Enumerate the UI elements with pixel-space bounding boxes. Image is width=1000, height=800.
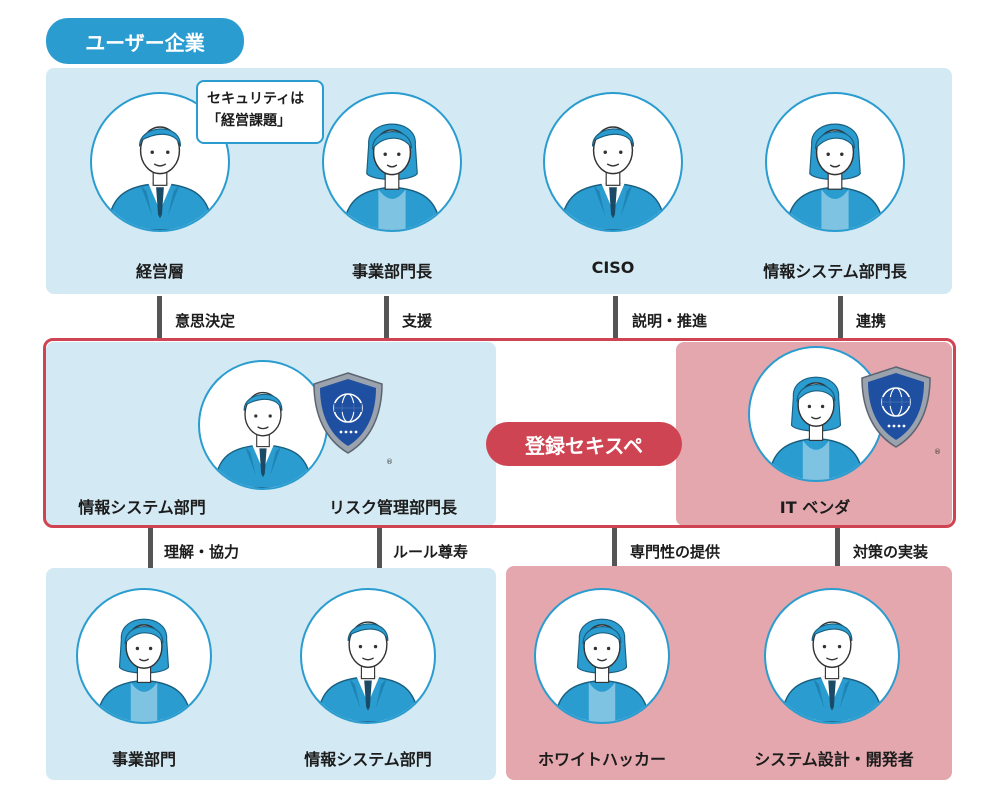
connector-label: 連携 [856, 312, 887, 330]
top-role-label: 情報システム部門長 [763, 262, 907, 281]
connector-line [148, 528, 153, 568]
speech-bubble-line1: セキュリティは [207, 91, 305, 107]
connector-line [613, 296, 618, 338]
registered-mark: ® [386, 458, 393, 466]
connector-label: 理解・協力 [164, 543, 240, 561]
bottom-left-role-label: 事業部門 [111, 750, 176, 769]
avatar-it-dept [198, 360, 328, 490]
connector-line [384, 296, 389, 338]
avatar-system-developer [764, 588, 900, 724]
connector-line [157, 296, 162, 338]
avatar-it-head [765, 92, 905, 232]
connector-label: 意思決定 [175, 312, 236, 330]
center-right-role-label: IT ベンダ [779, 498, 851, 517]
connector-line [835, 528, 840, 566]
avatar-it-vendor [748, 346, 884, 482]
connector-label: 対策の実装 [853, 543, 929, 561]
connector-label: 説明・推進 [632, 312, 708, 330]
bottom-right-role-label: システム設計・開発者 [754, 750, 914, 769]
avatar-business-head [322, 92, 462, 232]
avatar-business-dept [76, 588, 212, 724]
bottom-left-role-label: 情報システム部門 [304, 750, 432, 769]
registered-mark: ® [934, 448, 941, 456]
riss-shield-icon [858, 364, 934, 450]
header-title: ユーザー企業 [46, 18, 244, 64]
avatar-white-hacker [534, 588, 670, 724]
connector-label: 専門性の提供 [630, 543, 721, 561]
center-left-role-label: 情報システム部門 [78, 498, 206, 517]
top-role-label: 経営層 [135, 262, 184, 281]
avatar-it-dept-bottom [300, 588, 436, 724]
top-role-label: 事業部門長 [351, 262, 432, 281]
connector-label: 支援 [402, 312, 433, 330]
speech-bubble-line2: 「経営課題」 [207, 113, 291, 129]
bottom-right-role-label: ホワイトハッカー [537, 750, 666, 769]
connector-line [377, 528, 382, 568]
connector-line [838, 296, 843, 338]
connector-line [612, 528, 617, 566]
top-role-label: CISO [591, 258, 635, 277]
center-left-role-label: リスク管理部門長 [328, 498, 457, 517]
center-outline [43, 338, 956, 528]
speech-bubble: セキュリティは 「経営課題」 [196, 80, 324, 144]
riss-shield-icon [310, 370, 386, 456]
registered-specialist-badge: 登録セキスペ [486, 422, 682, 466]
avatar-ciso [543, 92, 683, 232]
connector-label: ルール尊寿 [393, 543, 469, 561]
